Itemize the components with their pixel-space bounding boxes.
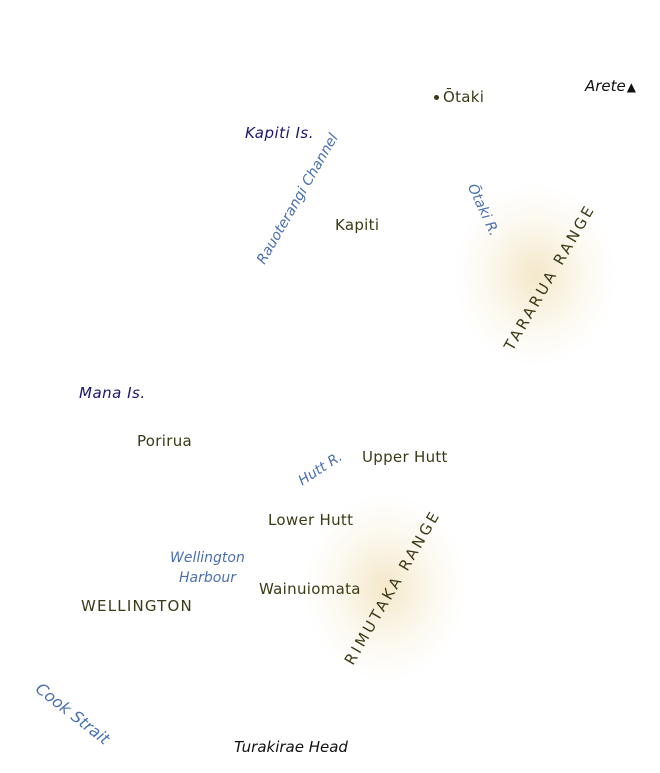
place-label-lower-hutt: Lower Hutt (268, 511, 354, 529)
arete-label-text: Arete (585, 77, 626, 95)
water-label-cook-strait: Cook Strait (31, 678, 114, 749)
tararua-range-glow (455, 185, 615, 365)
water-label-wellington-harbour-line2: Harbour (179, 570, 236, 586)
water-label-rauoterangi-channel: Rauoterangi Channel (254, 131, 342, 267)
place-label-upper-hutt: Upper Hutt (362, 448, 448, 466)
otaki-town-dot (434, 95, 439, 100)
peak-triangle-icon: ▲ (626, 80, 637, 94)
place-label-otaki: Ōtaki (443, 88, 485, 106)
place-label-porirua: Porirua (137, 432, 192, 450)
water-label-hutt-river: Hutt R. (295, 448, 346, 490)
feature-label-arete: Arete▲ (585, 79, 636, 94)
feature-label-turakirae-head: Turakirae Head (234, 738, 348, 756)
island-label-kapiti: Kapiti Is. (245, 124, 315, 142)
place-label-kapiti: Kapiti (335, 216, 380, 234)
place-label-wellington: WELLINGTON (81, 597, 193, 615)
island-label-mana: Mana Is. (79, 384, 146, 402)
place-label-wainuiomata: Wainuiomata (259, 580, 361, 598)
water-label-wellington-harbour-line1: Wellington (170, 550, 245, 566)
rimutaka-range-glow (305, 495, 465, 680)
